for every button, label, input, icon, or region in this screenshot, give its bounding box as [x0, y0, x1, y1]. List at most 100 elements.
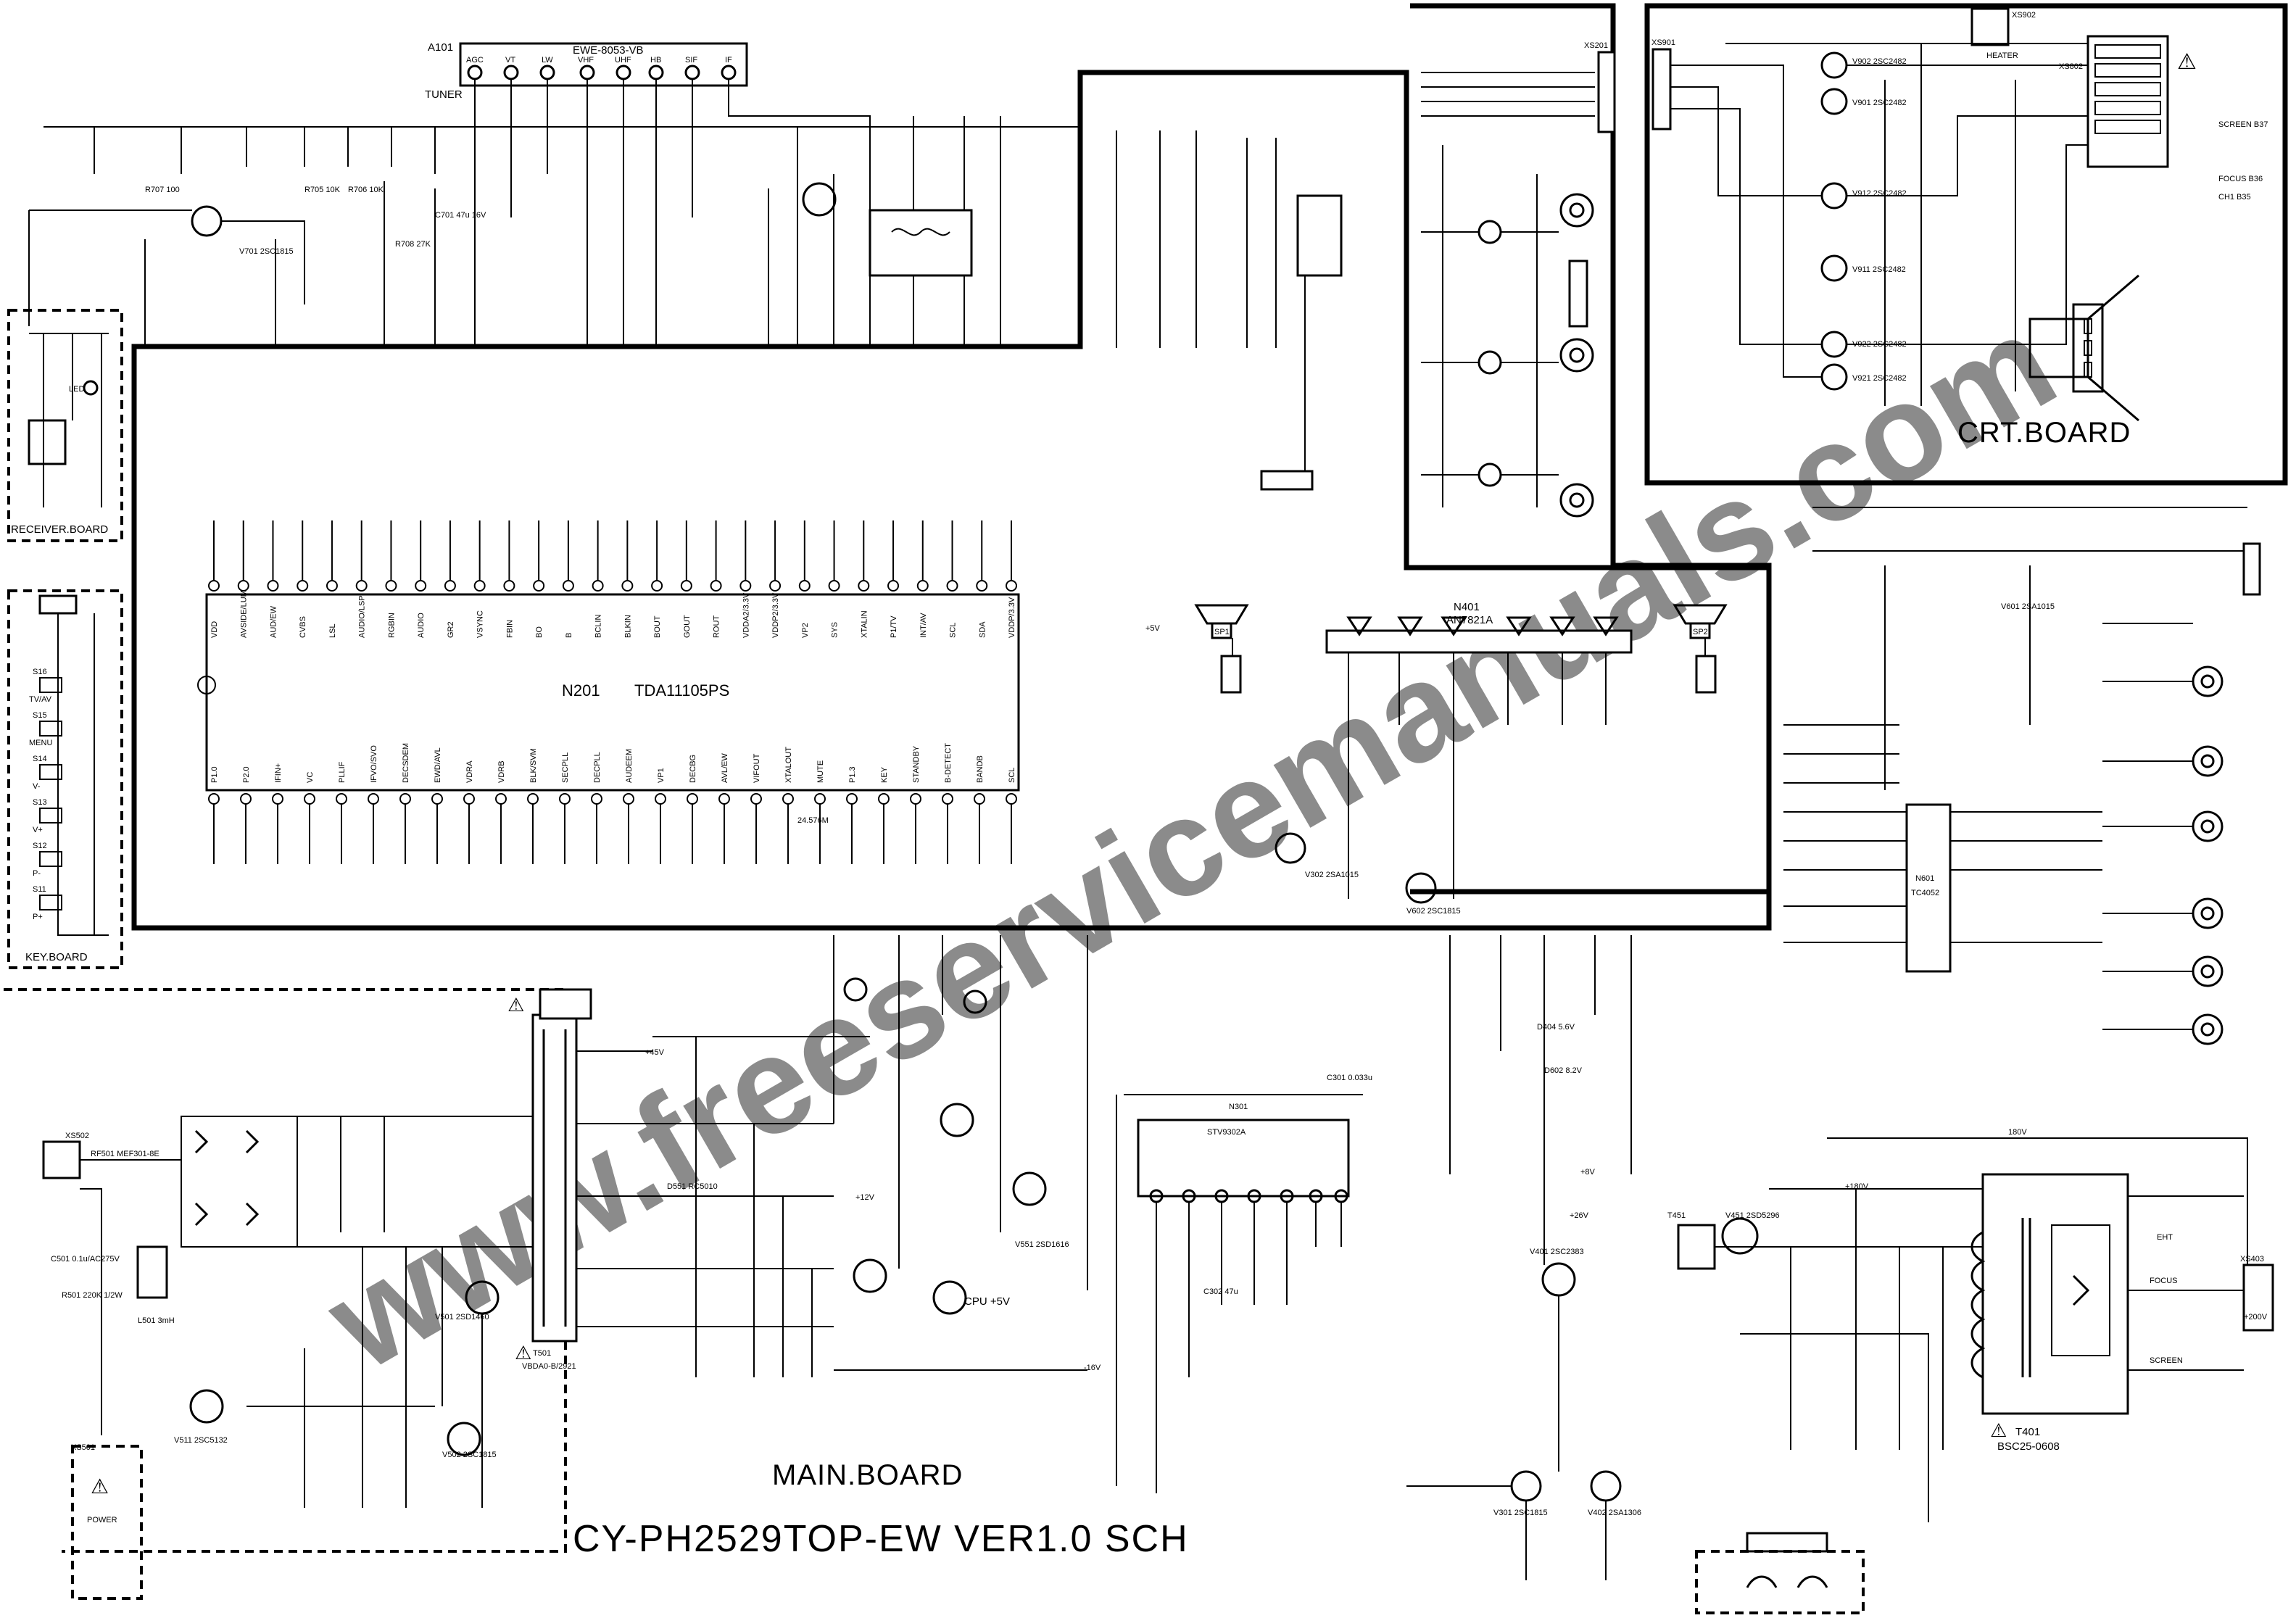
- v921-label: V921 2SC2482: [1852, 374, 1907, 383]
- n201-top-pin-name: VDD: [210, 621, 219, 638]
- n201-top-pin-name: VSYNC: [476, 610, 485, 638]
- n201-top-pin-name: VP2: [801, 623, 810, 638]
- svg-text:-16V: -16V: [1084, 1364, 1101, 1372]
- svg-text:S14: S14: [33, 755, 47, 763]
- n201-bottom-pin: [591, 793, 602, 805]
- n201-bottom-pin: [910, 793, 921, 805]
- transformer-t501: T501 VBDA0-B/2921: [522, 1013, 578, 1371]
- svg-text:VBDA0-B/2921: VBDA0-B/2921: [522, 1362, 576, 1371]
- n201-top-pin: [976, 580, 988, 592]
- model-title: CY-PH2529TOP-EW VER1.0 SCH: [573, 1518, 1189, 1560]
- warning-icon: ⚠: [507, 994, 524, 1016]
- svg-text:RF501 MEF301-8E: RF501 MEF301-8E: [91, 1150, 159, 1158]
- ic-n301: N301 STV9302A: [1116, 1094, 1363, 1493]
- svg-text:C302 47u: C302 47u: [1203, 1287, 1238, 1296]
- n201-bottom-pin-name: DECPLL: [593, 752, 602, 783]
- n201-top-pin-name: LSL: [328, 623, 337, 638]
- svg-text:V601 2SA1015: V601 2SA1015: [2001, 602, 2055, 611]
- n201-top-pin-name: VDDP2/3.3V: [771, 592, 780, 638]
- n201-top-pin: [355, 580, 368, 592]
- svg-text:CPU +5V: CPU +5V: [964, 1295, 1010, 1308]
- n201-bottom-pin-name: BLK/SVM: [529, 748, 538, 783]
- xs701-connector: [1296, 194, 1343, 277]
- svg-text:R707 100: R707 100: [145, 186, 180, 194]
- svg-text:STV9302A: STV9302A: [1207, 1128, 1246, 1137]
- warning-icon: ⚠: [515, 1342, 531, 1364]
- n201-top-pin-name: FBIN: [505, 620, 514, 638]
- svg-text:S11: S11: [33, 885, 46, 894]
- v911-label: V911 2SC2482: [1852, 265, 1906, 274]
- n201-bottom-pin: [559, 793, 571, 805]
- n201-top-pin-name: GR2: [447, 621, 455, 638]
- transformer-t451: [1677, 1224, 1716, 1270]
- svg-text:R501 220K 1/2W: R501 220K 1/2W: [62, 1291, 123, 1300]
- n201-bottom-pin-name: P1.0: [210, 766, 219, 783]
- main-ic-area-outline: [131, 70, 1772, 931]
- yoke-area: [1695, 1550, 1865, 1614]
- n201-top-pin-name: SYS: [831, 622, 840, 638]
- svg-text:P-: P-: [33, 869, 41, 878]
- n201-bottom-pin: [527, 793, 539, 805]
- n201-bottom-pin: [1006, 793, 1017, 805]
- ir-receiver: [28, 419, 67, 465]
- n201-top-pin-name: VDDA2/3.3V: [742, 592, 750, 638]
- n201-top-pin-name: XTALIN: [860, 610, 869, 638]
- svg-text:S12: S12: [33, 842, 47, 850]
- n201-bottom-pin: [718, 793, 730, 805]
- warning-icon: ⚠: [91, 1475, 109, 1498]
- n201-bottom-pin-name: VIFOUT: [753, 753, 761, 783]
- svg-text:SIF: SIF: [685, 56, 697, 65]
- t401-part: BSC25-0608: [1997, 1440, 2060, 1453]
- n201-top-pin-name: AUDIO/LSP: [358, 595, 367, 638]
- n201-bottom-pin-name: XTALOUT: [784, 747, 793, 783]
- svg-text:L501 3mH: L501 3mH: [138, 1316, 175, 1325]
- svg-text:V501 2SD1460: V501 2SD1460: [435, 1313, 489, 1322]
- n201-bottom-pin-name: KEY: [880, 766, 889, 783]
- n201-top-pin: [916, 580, 929, 592]
- rail-label: +5V: [1145, 624, 1161, 633]
- n201-bottom-pin-name: IFIN+: [274, 763, 283, 783]
- svg-text:V302 2SA1015: V302 2SA1015: [1305, 871, 1359, 879]
- svg-text:V551 2SD1616: V551 2SD1616: [1015, 1240, 1069, 1249]
- tuner-part: EWE-8053-VB: [573, 44, 644, 57]
- n201-top-pin: [415, 580, 427, 592]
- svg-text:XS501: XS501: [71, 1443, 95, 1452]
- receiver-board: RECEIVER.BOARD LED: [7, 309, 123, 542]
- n201-top-pin: [946, 580, 958, 592]
- n201-top-pin-name: BO: [535, 626, 544, 638]
- n201-bottom-pin-name: SECPLL: [561, 752, 570, 783]
- xs201-label: XS201: [1584, 41, 1608, 50]
- svg-text:TV/AV: TV/AV: [29, 695, 52, 704]
- crt-label-ch1: CH1 B35: [2218, 193, 2251, 202]
- n201-bottom-pin-name: VC: [306, 772, 315, 783]
- svg-text:EHT: EHT: [2157, 1233, 2173, 1242]
- n201-bottom-pin-name: SCL: [1008, 768, 1016, 783]
- svg-text:HB: HB: [650, 56, 661, 65]
- n201-bottom-pin: [974, 793, 985, 805]
- n201-top-pin-name: ROUT: [713, 615, 721, 638]
- n201-bottom-pin: [942, 793, 953, 805]
- n201-top-pin-name: AVSIDE/LUM: [240, 590, 249, 638]
- receiver-board-title: RECEIVER.BOARD: [11, 523, 108, 536]
- crt-tube-icon: [2028, 274, 2139, 422]
- power-supply: POWER ⚠ XS502 XS501 T501 VBDA0-B/2921 ⚠ …: [4, 988, 652, 1600]
- n201-top-pin: [651, 580, 663, 592]
- n201-bottom-pin-name: AVL/EW: [721, 753, 729, 783]
- tuner: A101 EWE-8053-VB TUNER AGC VT LW VHF UHF…: [425, 41, 871, 348]
- n201-top-pin-name: SCL: [949, 623, 958, 638]
- xs802-label: XS802: [2059, 62, 2083, 71]
- n201-top-pin: [562, 580, 574, 592]
- n201-top-pin: [237, 580, 249, 592]
- key-board: KEY.BOARD S16 TV/AV S15 MENU S14 V- S13 …: [7, 589, 123, 969]
- av-rca-jacks: [1559, 193, 1594, 518]
- n201-top-pin: [769, 580, 782, 592]
- svg-text:V301 2SC1815: V301 2SC1815: [1493, 1509, 1548, 1517]
- n201-bottom-pin-name: DECSDEM: [402, 743, 410, 783]
- ic-n601-body: [1905, 803, 1952, 973]
- n201-bottom-pin: [208, 793, 220, 805]
- svg-text:R706 10K: R706 10K: [348, 186, 384, 194]
- xs901-label: XS901: [1651, 38, 1675, 47]
- n201-top-pin-name: P1/TV: [890, 615, 898, 638]
- ic-n601: N601 TC4052: [1783, 507, 2261, 1045]
- tuner-ref: A101: [428, 41, 453, 54]
